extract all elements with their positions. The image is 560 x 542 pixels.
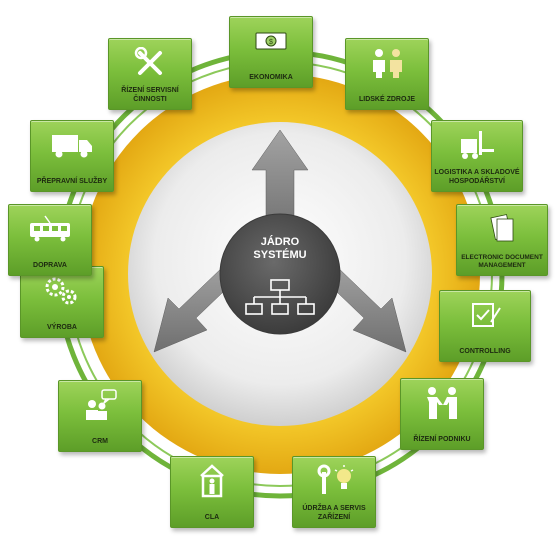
module-rizeni-podniku[interactable]: ŘÍZENÍ PODNIKU xyxy=(400,378,484,450)
handshake-icon xyxy=(401,383,483,423)
wrench-bulb-icon xyxy=(293,461,375,501)
module-doprava[interactable]: DOPRAVA xyxy=(8,204,92,276)
module-crm[interactable]: CRM xyxy=(58,380,142,452)
module-cla[interactable]: CLA xyxy=(170,456,254,528)
svg-text:$: $ xyxy=(269,39,273,46)
module-label: EKONOMIKA xyxy=(249,73,293,81)
document-icon xyxy=(457,209,547,249)
customs-booth-icon xyxy=(171,461,253,501)
module-label: LIDSKÉ ZDROJE xyxy=(358,95,415,103)
module-label: VÝROBA xyxy=(47,323,77,331)
module-label: PŘEPRAVNÍ SLUŽBY xyxy=(36,177,108,185)
forklift-icon xyxy=(432,125,522,165)
module-label: ŘÍZENÍ PODNIKU xyxy=(413,435,471,443)
module-lidske-zdroje[interactable]: LIDSKÉ ZDROJE xyxy=(345,38,429,110)
module-label: LOGISTIKA A SKLADOVÉ HOSPODÁŘSTVÍ xyxy=(434,169,520,185)
core-title: JÁDRO SYSTÉMU xyxy=(253,236,307,261)
module-rizeni-servisni-cinnosti[interactable]: ŘÍZENÍ SERVISNÍ ČINNOSTI xyxy=(108,38,192,110)
module-label: ÚDRŽBA A SERVIS ZAŘÍZENÍ xyxy=(302,505,366,521)
tools-icon xyxy=(109,43,191,83)
truck-icon xyxy=(31,125,113,165)
module-controlling[interactable]: CONTROLLING xyxy=(439,290,531,362)
module-logistika[interactable]: LOGISTIKA A SKLADOVÉ HOSPODÁŘSTVÍ xyxy=(431,120,523,192)
module-label: CRM xyxy=(92,437,108,445)
chat-people-icon xyxy=(59,385,141,425)
money-icon: $ xyxy=(230,21,312,61)
people-icon xyxy=(346,43,428,83)
module-label: ELECTRONIC DOCUMENT MANAGEMENT xyxy=(461,254,543,269)
module-label: CLA xyxy=(204,513,220,521)
module-prepravni-sluzby[interactable]: PŘEPRAVNÍ SLUŽBY xyxy=(30,120,114,192)
module-label: ŘÍZENÍ SERVISNÍ ČINNOSTI xyxy=(121,87,179,103)
checklist-icon xyxy=(440,295,530,335)
gears-icon xyxy=(21,271,103,311)
module-vyroba[interactable]: VÝROBA xyxy=(20,266,104,338)
tram-icon xyxy=(9,209,91,249)
module-label: CONTROLLING xyxy=(459,347,511,355)
org-chart-icon xyxy=(245,279,315,315)
module-edm[interactable]: ELECTRONIC DOCUMENT MANAGEMENT xyxy=(456,204,548,276)
module-label: DOPRAVA xyxy=(33,261,67,269)
module-udrzba[interactable]: ÚDRŽBA A SERVIS ZAŘÍZENÍ xyxy=(292,456,376,528)
module-ekonomika[interactable]: $ EKONOMIKA xyxy=(229,16,313,88)
